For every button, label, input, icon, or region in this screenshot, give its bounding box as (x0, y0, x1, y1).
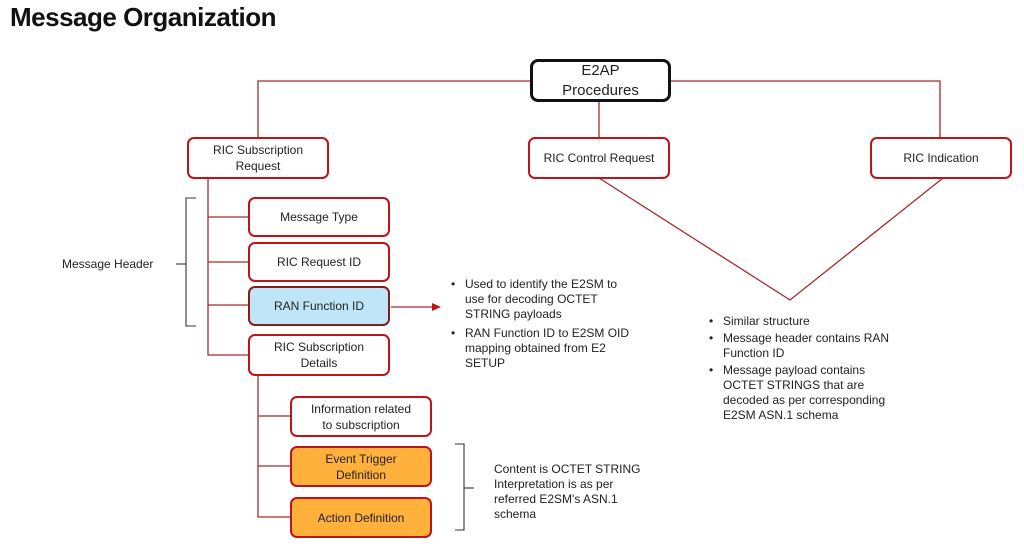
ran-arrow-head (432, 303, 441, 311)
message-type-box: Message Type (248, 197, 390, 237)
message-header-label: Message Header (62, 257, 154, 271)
control-indication-notes: Similar structure Message header contain… (706, 314, 953, 423)
page-title: Message Organization (10, 2, 276, 32)
ran-function-id-box: RAN Function ID (248, 286, 390, 326)
ric-indication-box: RIC Indication (870, 137, 1012, 179)
subscription-spine (207, 179, 248, 356)
ric-control-request-box: RIC Control Request (528, 137, 670, 179)
details-spine (257, 374, 290, 518)
header-bracket (185, 197, 196, 327)
v-connector (598, 177, 944, 301)
ric-request-id-box: RIC Request ID (248, 242, 390, 282)
content-bracket (455, 443, 465, 531)
structure-note-item: Similar structure (709, 314, 953, 329)
action-definition-box: Action Definition (290, 497, 432, 538)
